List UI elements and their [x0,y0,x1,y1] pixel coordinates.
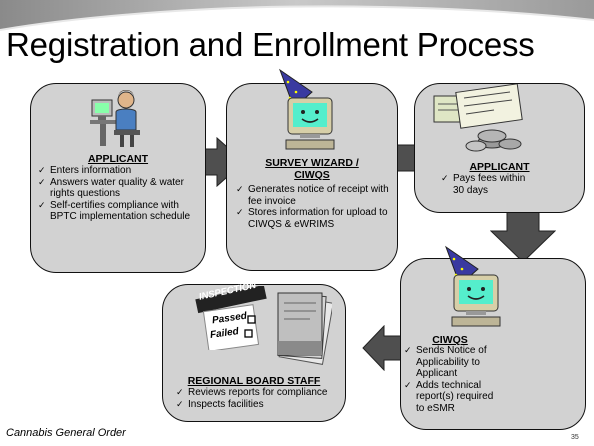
list-item: Enters information [38,165,202,177]
footer-label: Cannabis General Order [6,427,126,439]
inspection-stamp-icon [195,286,267,350]
list-item: Sends Notice of Applicability to Applica… [404,345,504,380]
list-item: Generates notice of receipt with fee inv… [236,184,394,207]
survey-wizard-heading-line1: SURVEY WIZARD / [265,157,359,169]
person-at-computer-icon [90,90,140,147]
survey-wizard-checklist: Generates notice of receipt with fee inv… [236,184,394,230]
money-check-icon [433,84,523,152]
list-item: Pays fees within 30 days [441,173,537,196]
title-swoosh [0,0,594,31]
applicant-heading: APPLICANT [87,153,149,165]
slide-number: 35 [571,434,579,441]
ciwqs-checklist: Sends Notice of Applicability to Applica… [404,345,504,414]
list-item: Stores information for upload to CIWQS &… [236,207,394,230]
wizard-computer-icon [444,245,501,327]
list-item: Self-certifies compliance with BPTC impl… [38,200,202,223]
report-stack-icon [277,292,332,365]
ciwqs-heading: CIWQS [432,334,468,346]
regional-board-heading: REGIONAL BOARD STAFF [187,375,321,387]
applicant-checklist: Enters information Answers water quality… [38,165,202,223]
list-item: Adds technical report(s) required to eSM… [404,380,504,415]
regional-board-checklist: Reviews reports for compliance Inspects … [176,387,344,410]
list-item: Inspects facilities [176,399,344,411]
list-item: Answers water quality & water rights que… [38,177,202,200]
applicant-fees-checklist: Pays fees within 30 days [441,173,537,196]
survey-wizard-heading-line2: CIWQS [294,169,330,181]
slide-title: Registration and Enrollment Process [6,26,535,63]
list-item: Reviews reports for compliance [176,387,344,399]
wizard-computer-icon [278,68,335,150]
applicant-fees-heading: APPLICANT [469,161,530,173]
